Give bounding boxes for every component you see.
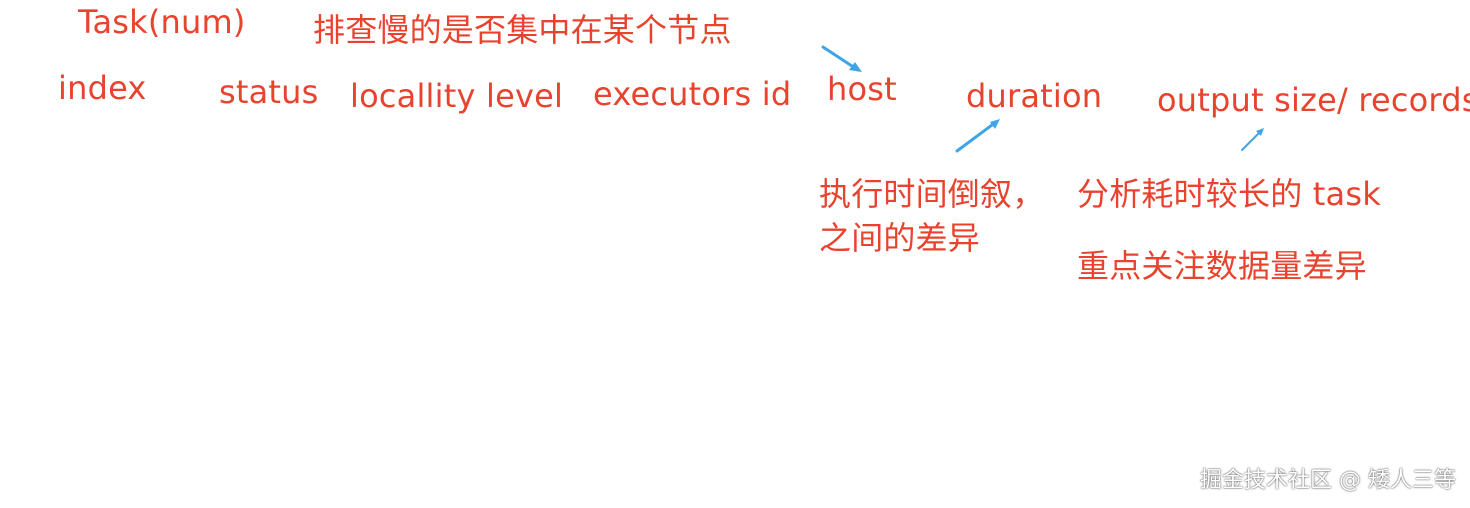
status-label: status [219,73,319,111]
host-label: host [827,70,897,108]
host-note: 排查慢的是否集中在某个节点 [313,11,732,49]
duration-note-line1: 执行时间倒叙， [819,175,1045,213]
output-note-line2: 重点关注数据量差异 [1077,247,1367,285]
locality-level-label: locallity level [350,77,564,115]
duration-arrow [955,119,1000,153]
index-label: index [58,69,147,107]
task-num-label: Task(num) [78,3,246,41]
executors-id-label: executors id [593,75,792,113]
output-size-records-label: output size/ records [1157,81,1470,119]
watermark: 掘金技术社区 @ 矮人三等 [1200,468,1456,493]
duration-note-line2: 之间的差异 [819,219,981,257]
output-arrow [1241,128,1264,151]
host-arrow [821,45,862,72]
duration-label: duration [966,77,1103,115]
output-note-line1: 分析耗时较长的 task [1077,175,1381,213]
